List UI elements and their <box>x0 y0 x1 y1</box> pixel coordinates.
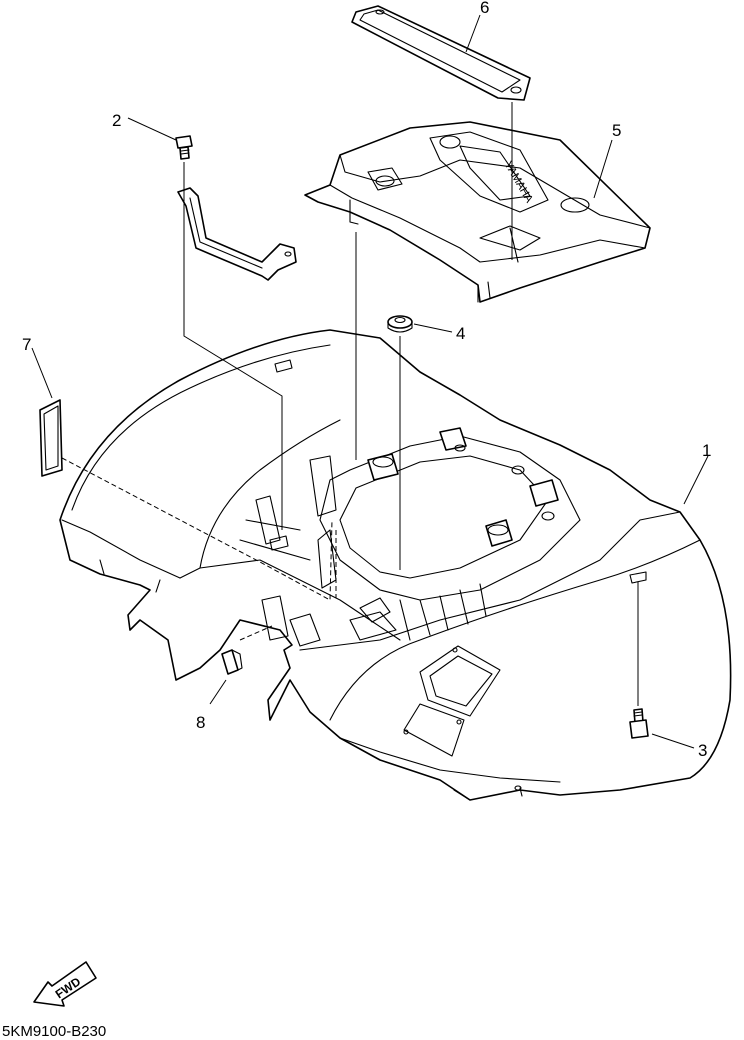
part-2-bolt <box>175 135 193 160</box>
leader-lines <box>31 14 709 749</box>
callout-3: 3 <box>698 741 707 760</box>
callout-6: 6 <box>480 0 489 17</box>
callout-5: 5 <box>612 121 621 140</box>
callout-1: 1 <box>702 441 711 460</box>
part-8-clip <box>221 649 243 675</box>
part-4-grommet <box>387 315 413 333</box>
bracket <box>177 187 297 281</box>
part-1-rear-fender <box>59 329 732 801</box>
part-7-label <box>39 399 63 477</box>
callout-7: 7 <box>22 335 31 354</box>
callout-4: 4 <box>456 324 465 343</box>
callout-2: 2 <box>112 111 121 130</box>
part-3-bolt <box>629 708 649 739</box>
callout-8: 8 <box>196 713 205 732</box>
part-5-rear-cover: YAMAHA <box>304 121 651 303</box>
callout-labels: 1 2 3 4 5 6 7 8 <box>22 0 711 760</box>
part-6-pad <box>351 5 531 101</box>
assembly-lines <box>61 102 639 706</box>
fwd-arrow: FWD <box>33 961 97 1007</box>
diagram-code: 5KM9100-B230 <box>2 1023 106 1040</box>
